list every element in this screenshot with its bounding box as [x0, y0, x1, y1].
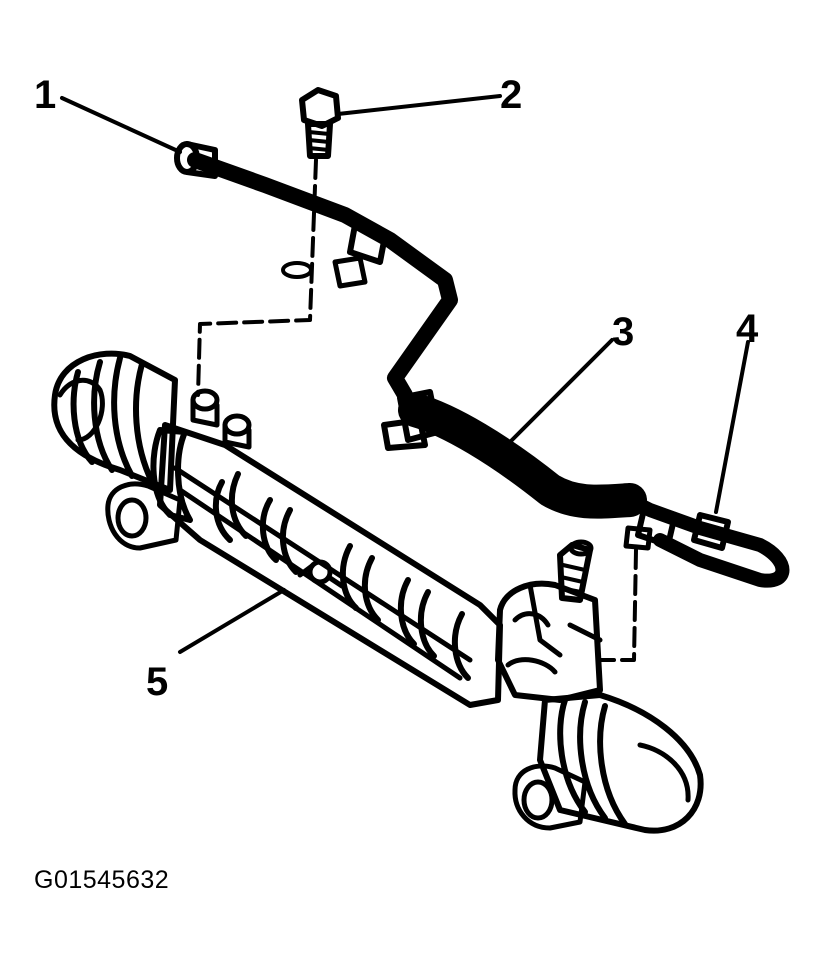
left-bellows-boot — [51, 350, 178, 493]
return-line — [381, 389, 790, 588]
leader-line-1 — [60, 96, 182, 154]
callout-2: 2 — [500, 73, 522, 117]
figure-id-label: G01545632 — [34, 866, 170, 894]
valve-pinion-housing — [495, 539, 603, 703]
callout-5: 5 — [146, 660, 168, 704]
leader-line-3 — [508, 338, 614, 444]
right-bellows-boot — [537, 692, 704, 834]
bolt — [299, 87, 341, 159]
pressure-line — [174, 141, 458, 403]
leader-lines — [60, 94, 750, 654]
callout-4: 4 — [736, 307, 759, 351]
callout-1: 1 — [34, 73, 56, 117]
rack-housing — [150, 388, 503, 708]
assembly-guide-lines — [196, 158, 638, 662]
callout-3: 3 — [612, 310, 634, 354]
right-mount-bushing — [512, 763, 588, 831]
leader-line-2 — [336, 94, 502, 116]
leader-line-4 — [714, 340, 750, 514]
left-mount-bushing — [105, 481, 183, 551]
leader-line-5 — [178, 588, 286, 654]
